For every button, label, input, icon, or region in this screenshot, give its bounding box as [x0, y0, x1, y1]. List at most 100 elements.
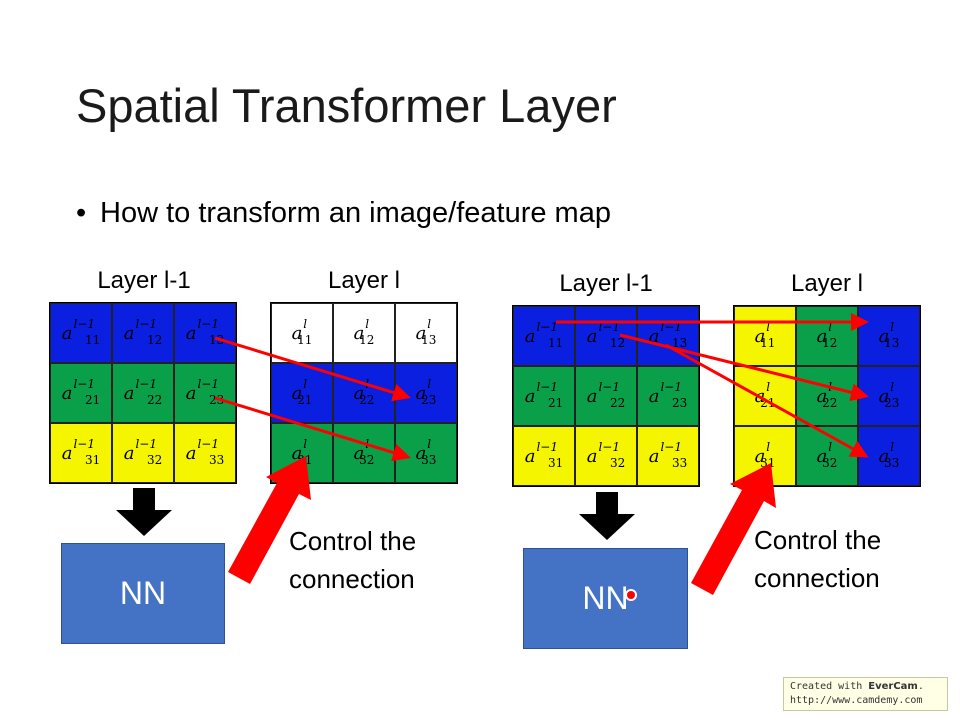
cell-superscript: l [303, 437, 308, 451]
cell-subscript: 23 [671, 396, 688, 410]
right-output-label: Layer l [790, 270, 864, 297]
cell-subscript: 12 [146, 333, 163, 347]
cursor-indicator [625, 589, 637, 601]
cell-base: a [878, 445, 890, 467]
cell-base: a [524, 385, 536, 407]
cell-base: a [754, 445, 766, 467]
cell-superscript: l [890, 440, 895, 454]
cell-superscript: l−1 [598, 440, 620, 454]
cell-subscript: 21 [297, 393, 313, 407]
bullet-text: How to transform an image/feature map [100, 197, 611, 229]
watermark-suffix: . [917, 681, 924, 692]
cell-base: a [524, 445, 536, 467]
cell-superscript: l−1 [660, 440, 682, 454]
left-red-control-arrow [228, 456, 311, 584]
right-down-arrow [579, 492, 635, 540]
cell-base: a [816, 385, 828, 407]
cell-superscript: l [427, 317, 432, 331]
cell-subscript: 11 [760, 336, 776, 350]
cell-superscript: l−1 [135, 377, 157, 391]
left-output-cell-22: al22 [333, 363, 395, 423]
cell-base: a [291, 442, 303, 464]
cell-base: a [185, 382, 197, 404]
cell-subscript: 21 [84, 393, 101, 407]
cell-superscript: l [890, 320, 895, 334]
cell-base: a [415, 382, 427, 404]
cell-superscript: l−1 [536, 440, 558, 454]
cell-base: a [816, 445, 828, 467]
bullet-point: • How to transform an image/feature map [76, 197, 611, 230]
cell-superscript: l [890, 380, 895, 394]
cell-subscript: 11 [84, 333, 101, 347]
left-input-label: Layer l-1 [97, 267, 191, 294]
cell-base: a [586, 445, 598, 467]
cell-base: a [353, 382, 365, 404]
cell-superscript: l−1 [73, 437, 95, 451]
cell-subscript: 13 [884, 336, 900, 350]
cell-subscript: 22 [359, 393, 375, 407]
cell-subscript: 12 [822, 336, 838, 350]
cell-superscript: l [766, 380, 771, 394]
right-control-line2: connection [754, 563, 880, 593]
watermark-brand: EverCam [868, 681, 918, 692]
left-connection-arrow-1 [214, 336, 411, 402]
cell-base: a [878, 385, 890, 407]
cell-superscript: l−1 [536, 320, 558, 334]
cell-base: a [353, 442, 365, 464]
cell-subscript: 22 [822, 396, 838, 410]
cell-base: a [648, 445, 660, 467]
cell-subscript: 12 [609, 336, 626, 350]
cell-subscript: 31 [84, 453, 101, 467]
cell-base: a [123, 382, 135, 404]
slide-title: Spatial Transformer Layer [76, 79, 617, 132]
watermark-url: http://www.camdemy.com [790, 695, 923, 706]
cell-subscript: 32 [359, 453, 375, 467]
right-nn-box: NN [523, 548, 688, 649]
cell-subscript: 31 [760, 456, 776, 470]
cell-base: a [648, 385, 660, 407]
cell-base: a [61, 442, 73, 464]
cell-base: a [123, 442, 135, 464]
cell-base: a [524, 325, 536, 347]
cell-subscript: 33 [208, 453, 225, 467]
cell-base: a [878, 325, 890, 347]
cell-superscript: l−1 [197, 377, 219, 391]
cell-subscript: 32 [146, 453, 163, 467]
right-input-label: Layer l-1 [559, 270, 653, 297]
cell-superscript: l [766, 320, 771, 334]
right-control-text: Control the connection [754, 521, 881, 597]
cell-subscript: 33 [421, 453, 437, 467]
cell-subscript: 13 [421, 333, 437, 347]
bullet-dot: • [76, 197, 87, 229]
left-control-line2: connection [289, 564, 415, 594]
cell-base: a [648, 325, 660, 347]
right-red-control-arrow [691, 463, 776, 595]
cell-base: a [61, 322, 73, 344]
right-connection-arrow-2 [619, 333, 869, 402]
left-control-text: Control the connection [289, 522, 416, 598]
right-control-line1: Control the [754, 525, 882, 555]
cell-superscript: l−1 [135, 317, 157, 331]
left-down-arrow [116, 488, 172, 536]
cell-subscript: 22 [609, 396, 626, 410]
cell-base: a [415, 442, 427, 464]
cell-subscript: 31 [547, 456, 564, 470]
cell-superscript: l−1 [598, 380, 620, 394]
cell-subscript: 11 [297, 333, 313, 347]
left-nn-box: NN [61, 543, 225, 644]
